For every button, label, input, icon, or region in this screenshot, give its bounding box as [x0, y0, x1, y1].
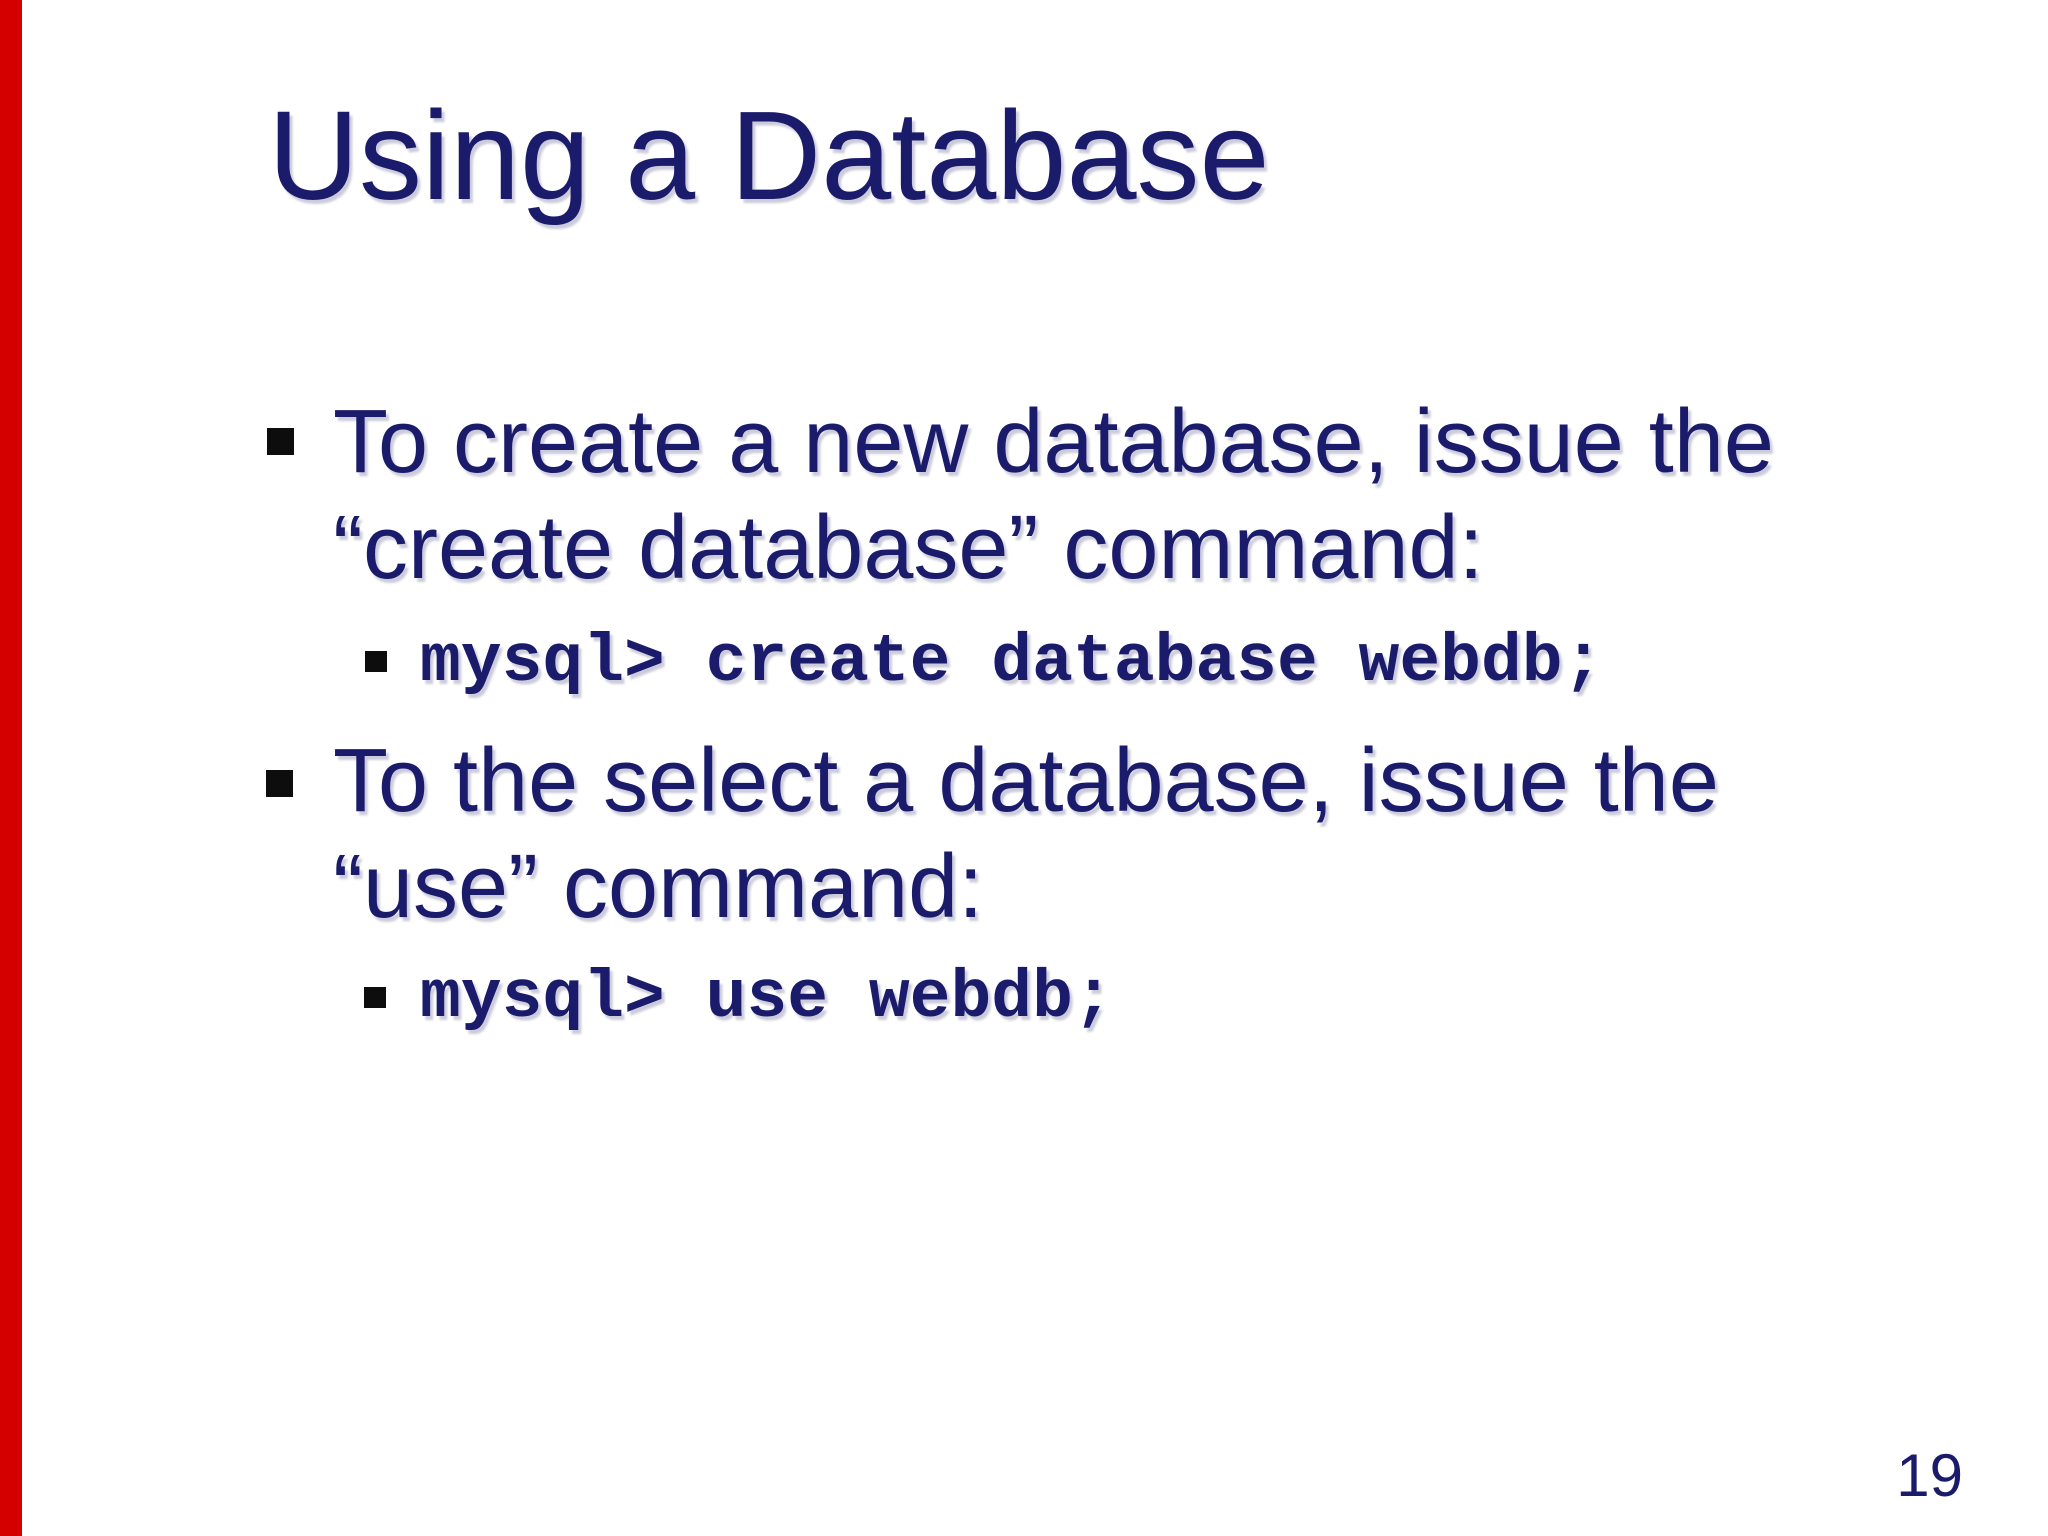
bullet-text-line: “use” command: — [333, 837, 984, 937]
code-line-use-database: mysql> use webdb; — [420, 960, 1114, 1037]
square-sub-bullet-icon — [364, 987, 386, 1008]
left-red-accent-bar — [0, 0, 22, 1536]
bullet-text-line: “create database” command: — [333, 498, 1484, 598]
square-sub-bullet-icon — [365, 651, 387, 672]
square-bullet-icon — [266, 770, 293, 797]
bullet-text-line: To the select a database, issue the — [333, 731, 1719, 831]
page-number: 19 — [1896, 1442, 1963, 1509]
bullet-item-use-database: To the select a database, issue the “use… — [333, 728, 1719, 940]
square-bullet-icon — [267, 428, 294, 455]
code-line-create-database: mysql> create database webdb; — [420, 624, 1604, 701]
slide-title: Using a Database — [268, 85, 1270, 226]
bullet-item-create-database: To create a new database, issue the “cre… — [333, 389, 1774, 601]
bullet-text-line: To create a new database, issue the — [333, 392, 1774, 492]
